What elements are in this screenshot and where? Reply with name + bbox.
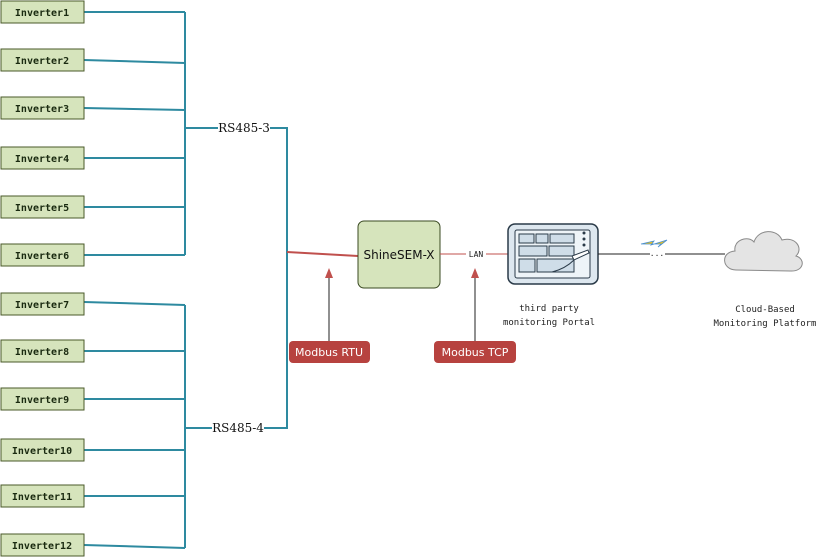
inverter-11-label: Inverter11 [12,492,72,503]
hub-label: ShineSEM-X [363,248,434,262]
inverter-9: Inverter9 [0,387,185,411]
rtu-tag-label: Modbus RTU [295,346,363,359]
inverter-2-box [0,48,85,72]
tcp-arrow-head [471,268,479,278]
lan-label: LAN [469,250,484,259]
inverter-6: Inverter6 [0,243,185,267]
shinesem-x-hub: ShineSEM-X [357,220,441,289]
modbus-rtu-annotation: Modbus RTU [289,268,370,363]
inverter-9-box [0,387,85,411]
inverter-8-box [0,339,85,363]
inverter-12-label: Inverter12 [12,541,72,552]
inverter-12-link [83,544,186,549]
inverter-group-a: Inverter1 Inverter2 Inverter3 Inverter4 … [0,0,186,267]
inverter-10-label: Inverter10 [12,446,72,457]
inverter-4-box [0,146,85,170]
portal-caption-line-1: third party [519,304,579,314]
inverter-5-label: Inverter5 [15,203,69,214]
bus-a-label-bg [218,120,270,135]
inverter-6-label: Inverter6 [15,251,69,262]
inverter-4: Inverter4 [0,146,185,170]
inverter-11: Inverter11 [0,484,185,508]
inverter-7: Inverter7 [0,292,186,316]
modbus-tcp-annotation: Modbus TCP [434,268,516,363]
inverter-1: Inverter1 [0,0,185,24]
inverter-10: Inverter10 [0,438,185,462]
tcp-tag-box [434,341,516,363]
inverter-5-box [0,195,85,219]
inverter-group-b: Inverter7 Inverter8 Inverter9 Inverter10… [0,292,186,557]
lan-label-bg [466,248,486,259]
inverter-12-box [0,533,85,557]
rs485-bus-b: RS485-4 [185,252,288,435]
inverter-3-label: Inverter3 [15,104,69,115]
inverter-6-box [0,243,85,267]
inverter-7-link [83,301,186,306]
inverter-12: Inverter12 [0,533,186,557]
rtu-link-line [286,251,359,257]
rtu-tag-box [289,341,370,363]
inverter-7-label: Inverter7 [15,300,69,311]
bus-a-line [185,127,288,252]
rs485-bus-a: RS485-3 [185,120,288,252]
inverter-8-label: Inverter8 [15,347,69,358]
cloud-caption-line-1: Cloud-Based [735,305,795,315]
cloud-icon [724,231,803,272]
bus-b-line [185,252,288,429]
inverter-1-box [0,0,85,24]
inverter-3: Inverter3 [0,96,186,120]
tablet-dashboard-icon [507,223,599,285]
bus-b-label: RS485-4 [212,421,264,435]
bus-a-label: RS485-3 [218,121,270,135]
tcp-tag-label: Modbus TCP [442,346,509,359]
inverter-9-label: Inverter9 [15,395,69,406]
inverter-3-box [0,96,85,120]
inverter-1-label: Inverter1 [15,8,69,19]
lightning-bolt-icon [640,239,668,248]
portal-caption-line-2: monitoring Portal [503,318,595,328]
inverter-3-link [83,107,186,111]
inverter-4-label: Inverter4 [15,154,69,165]
inverter-2-link [83,59,186,64]
inverter-10-box [0,438,85,462]
inverter-2-label: Inverter2 [15,56,69,67]
inverter-2: Inverter2 [0,48,186,72]
inverter-7-box [0,292,85,316]
bus-b-label-bg [212,420,264,435]
cloud-caption-line-2: Monitoring Platform [714,319,817,329]
inverter-11-box [0,484,85,508]
inverter-5: Inverter5 [0,195,185,219]
rtu-arrow-head [325,268,333,278]
wireless-dots: ... [650,249,664,258]
inverter-8: Inverter8 [0,339,185,363]
